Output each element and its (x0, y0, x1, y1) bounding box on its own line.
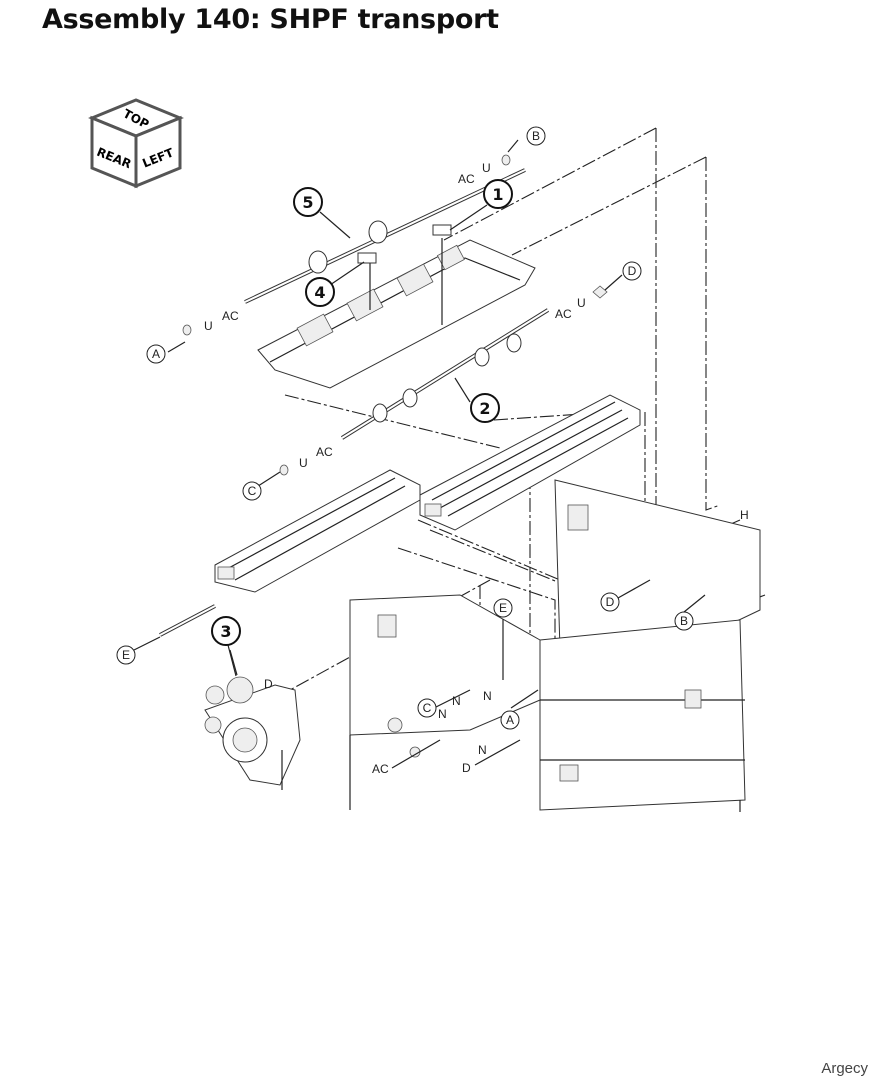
callout-1: 1 (483, 179, 513, 209)
label-n-2: N (438, 707, 447, 721)
bubble-e-left: E (116, 645, 136, 665)
label-ac-mid: AC (316, 445, 333, 459)
bubble-c-lower-label: C (423, 701, 432, 715)
bubble-a-lower: A (500, 710, 520, 730)
label-n-4: N (478, 743, 487, 757)
footer-brand: Argecy (821, 1060, 868, 1077)
leader-lines (167, 139, 706, 769)
label-u-mid: U (299, 456, 308, 470)
sensor-part-1 (432, 204, 488, 236)
bubble-d-top-label: D (628, 264, 637, 278)
page-title: Assembly 140: SHPF transport (42, 4, 499, 35)
bubble-e-left-label: E (122, 648, 130, 662)
label-u-top: U (482, 161, 491, 175)
callout-3-label: 3 (220, 622, 231, 641)
lower-guide-large (419, 394, 641, 531)
bubble-d-top: D (622, 261, 642, 281)
label-n-1: N (452, 694, 461, 708)
callout-2: 2 (470, 393, 500, 423)
bubble-d-right-label: D (606, 595, 615, 609)
left-guide (214, 469, 421, 593)
text-labels: AC U AC U AC U AC U D H N N N N AC D (204, 161, 749, 776)
motor-assembly-3 (204, 649, 301, 790)
label-d-lower: D (462, 761, 471, 775)
label-ac-top: AC (458, 172, 475, 186)
label-u-shaft2: U (577, 296, 586, 310)
callout-5: 5 (293, 187, 323, 217)
roller-shaft-5 (182, 154, 526, 336)
label-h: H (740, 508, 749, 522)
orientation-cube: TOP REAR LEFT (88, 98, 184, 189)
callout-4-label: 4 (314, 283, 325, 302)
bubble-e-mid-label: E (499, 601, 507, 615)
callout-5-label: 5 (302, 193, 313, 212)
callout-2-label: 2 (479, 399, 490, 418)
bubble-b-top: B (526, 126, 546, 146)
sensor-part-4 (329, 252, 377, 286)
label-ac-shaft2: AC (555, 307, 572, 321)
bubble-b-top-label: B (532, 129, 540, 143)
bubble-e-mid: E (493, 598, 513, 618)
callout-4: 4 (305, 277, 335, 307)
bubble-b-right-label: B (680, 614, 688, 628)
bubble-c-left: C (242, 481, 262, 501)
callout-1-label: 1 (492, 185, 503, 204)
bubble-c-lower: C (417, 698, 437, 718)
roller-shaft-2 (279, 285, 608, 476)
bubble-c-left-label: C (248, 484, 257, 498)
bubble-d-right: D (600, 592, 620, 612)
bubble-b-right: B (674, 611, 694, 631)
upper-guide-frame (257, 238, 536, 389)
callout-3: 3 (211, 616, 241, 646)
label-d-motor: D (264, 677, 273, 691)
small-shaft-e (129, 604, 216, 653)
label-n-3: N (483, 689, 492, 703)
bubble-a-left-label: A (152, 347, 160, 361)
label-ac-lower: AC (372, 762, 389, 776)
lower-frame (349, 479, 761, 812)
bubble-a-lower-label: A (506, 713, 514, 727)
bubble-a-left: A (146, 344, 166, 364)
label-u-left: U (204, 319, 213, 333)
label-ac-left: AC (222, 309, 239, 323)
